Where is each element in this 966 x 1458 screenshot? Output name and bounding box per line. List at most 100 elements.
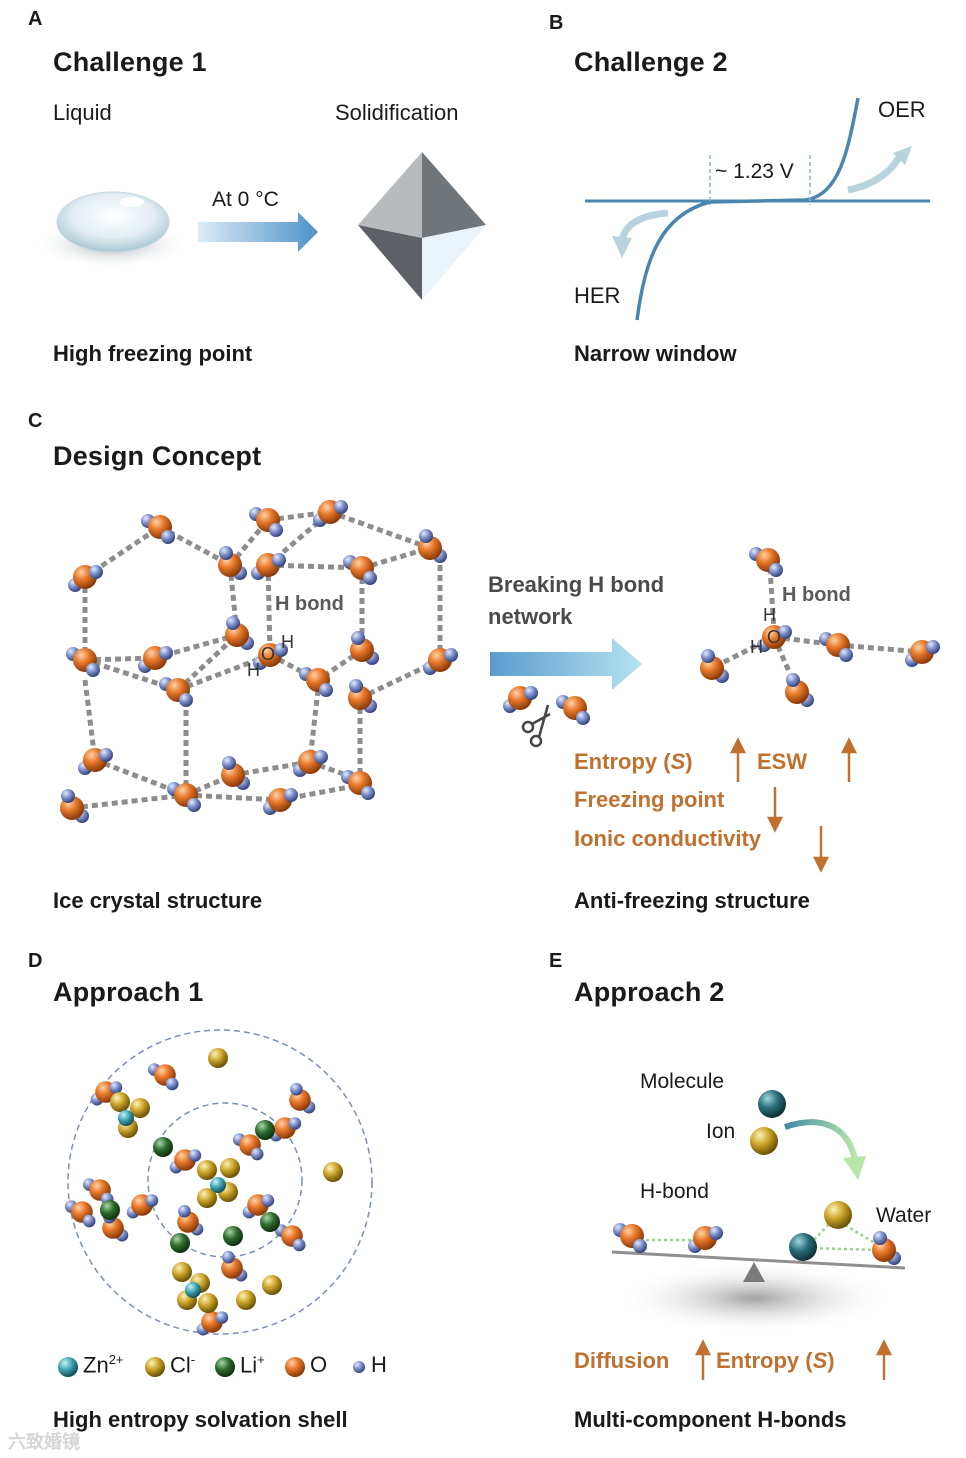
chloride-ion	[172, 1262, 192, 1282]
hbond-label-left: H bond	[275, 593, 344, 615]
approach2-atoms	[613, 1090, 901, 1265]
hydrogen-atom	[250, 1147, 264, 1161]
lithium-ion	[100, 1200, 120, 1220]
hydrogen-atom	[778, 625, 792, 639]
hydrogen-atom	[219, 546, 233, 560]
hydrogen-atom	[349, 679, 363, 693]
hydrogen-atom	[222, 1250, 235, 1264]
hydrogen-atom	[288, 1117, 302, 1130]
breaking-arrow-icon	[490, 638, 642, 690]
ionic-conductivity-label: Ionic conductivity	[574, 826, 762, 851]
hydrogen-atom	[292, 1238, 306, 1252]
lithium-ion	[255, 1120, 275, 1140]
legend-label-zn: Zn2+	[83, 1352, 124, 1378]
zinc-ion	[185, 1282, 201, 1298]
legend-swatch-o	[285, 1357, 305, 1377]
legend-label-o: O	[310, 1352, 328, 1377]
hydrogen-atom	[89, 565, 103, 579]
hydrogen-atom	[215, 1311, 229, 1324]
solvation-shell-atoms	[64, 1048, 343, 1336]
molecule-sphere	[758, 1090, 786, 1118]
hydrogen-atom	[334, 500, 348, 514]
antifreeze-molecules	[503, 547, 940, 725]
ice-crystal-molecules	[60, 500, 458, 823]
esw-label: ESW	[757, 749, 808, 774]
hydrogen-atom	[873, 1231, 887, 1245]
legend-charge: 2+	[108, 1352, 124, 1367]
hydrogen-atom	[786, 673, 800, 687]
hydrogen-atom	[187, 798, 201, 812]
chloride-ion	[323, 1162, 343, 1182]
chloride-ion	[236, 1290, 256, 1310]
hydrogen-atom	[226, 616, 240, 630]
hydrogen-atom	[701, 649, 715, 663]
panel-c-title: Design Concept	[53, 441, 262, 471]
hydrogen-atom	[419, 529, 433, 543]
panel-letter-b: B	[549, 12, 564, 34]
hydrogen-atom	[269, 523, 283, 537]
hydrogen-atom	[272, 553, 286, 567]
panel-b-title: Challenge 2	[574, 47, 728, 77]
legend-label-cl: Cl-	[170, 1352, 196, 1378]
solidification-label: Solidification	[335, 100, 459, 125]
ice-structure-caption: Ice crystal structure	[53, 888, 263, 913]
legend-swatch-cl	[145, 1357, 165, 1377]
diffusion-label: Diffusion	[574, 1348, 670, 1373]
hydrogen-atom	[709, 1226, 723, 1240]
hydrogen-atom	[576, 711, 590, 725]
legend-label-h: H	[371, 1352, 387, 1377]
legend-swatch-h	[353, 1361, 365, 1373]
legend-swatch-li	[215, 1357, 235, 1377]
chloride-ion	[262, 1275, 282, 1295]
panel-letter-a: A	[28, 8, 43, 30]
lithium-ion	[170, 1233, 190, 1253]
legend-swatches	[58, 1357, 365, 1377]
hydrogen-atom	[314, 750, 328, 764]
scissors-icon	[521, 704, 551, 748]
panel-a-graphics	[32, 152, 486, 300]
hydrogen-atom	[178, 1204, 191, 1218]
polarization-curve	[635, 97, 860, 321]
panel-letter-e: E	[549, 950, 563, 972]
chloride-ion	[198, 1293, 218, 1313]
hydrogen-atom	[361, 786, 375, 800]
panel-e-caption: Multi-component H-bonds	[574, 1407, 847, 1432]
outer-solvation-shell	[67, 1029, 373, 1335]
panel-d-title: Approach 1	[53, 977, 204, 1007]
breaking-label-line2: network	[488, 604, 573, 629]
oer-label: OER	[878, 97, 926, 122]
hydrogen-atom	[633, 1239, 647, 1253]
hydrogen-atom	[261, 1194, 275, 1207]
hydrogen-atom	[351, 631, 365, 645]
panel-e-title: Approach 2	[574, 977, 725, 1007]
atom-label-h-left-1: H	[281, 632, 294, 652]
hydrogen-atom	[109, 1081, 123, 1094]
hydrogen-atom	[161, 530, 175, 544]
hydrogen-atom	[61, 789, 75, 803]
hydrogen-atom	[159, 646, 173, 660]
lithium-ion	[223, 1226, 243, 1246]
molecule-sphere	[789, 1233, 817, 1261]
lithium-ion	[260, 1212, 280, 1232]
ion-label: Ion	[706, 1120, 736, 1143]
hydrogen-atom	[319, 683, 333, 697]
legend-charge: -	[190, 1352, 196, 1367]
panel-b-caption: Narrow window	[574, 341, 737, 366]
chloride-ion	[197, 1160, 217, 1180]
ice-crystal-octahedron-icon	[358, 152, 486, 300]
watermark-logo: 六致婚镜	[8, 1432, 80, 1452]
freezing-point-label: Freezing point	[574, 787, 725, 812]
atom-label-h-left-2: H	[247, 660, 260, 680]
hydrogen-atom	[99, 748, 113, 762]
hydrogen-atom	[839, 648, 853, 662]
hydrogen-atom	[926, 640, 940, 654]
hydrogen-atom	[444, 648, 458, 662]
entropy-label: Entropy (S)	[574, 749, 693, 774]
freeze-temp-label: At 0 °C	[212, 188, 279, 211]
hydrogen-atom	[769, 563, 783, 577]
ion-sphere	[750, 1127, 778, 1155]
atom-label-h-right-2: H	[750, 637, 763, 657]
entropy-label-e: Entropy (S)	[716, 1348, 835, 1373]
legend-label-li: Li+	[240, 1352, 265, 1378]
